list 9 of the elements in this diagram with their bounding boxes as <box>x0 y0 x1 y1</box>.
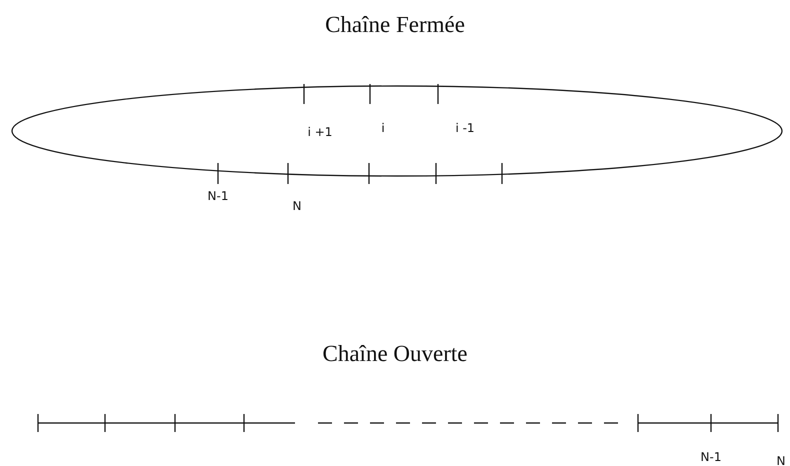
site-label: N-1 <box>700 450 722 464</box>
site-label: N <box>292 199 302 213</box>
chain-heading: Chaîne Fermée <box>325 12 465 38</box>
site-label: N <box>776 454 786 466</box>
site-label: N-1 <box>208 189 228 203</box>
site-label: i -1 <box>455 121 475 135</box>
site-label: i <box>381 121 385 135</box>
site-label: i +1 <box>308 125 332 139</box>
chain-heading: Chaîne Ouverte <box>322 341 468 367</box>
